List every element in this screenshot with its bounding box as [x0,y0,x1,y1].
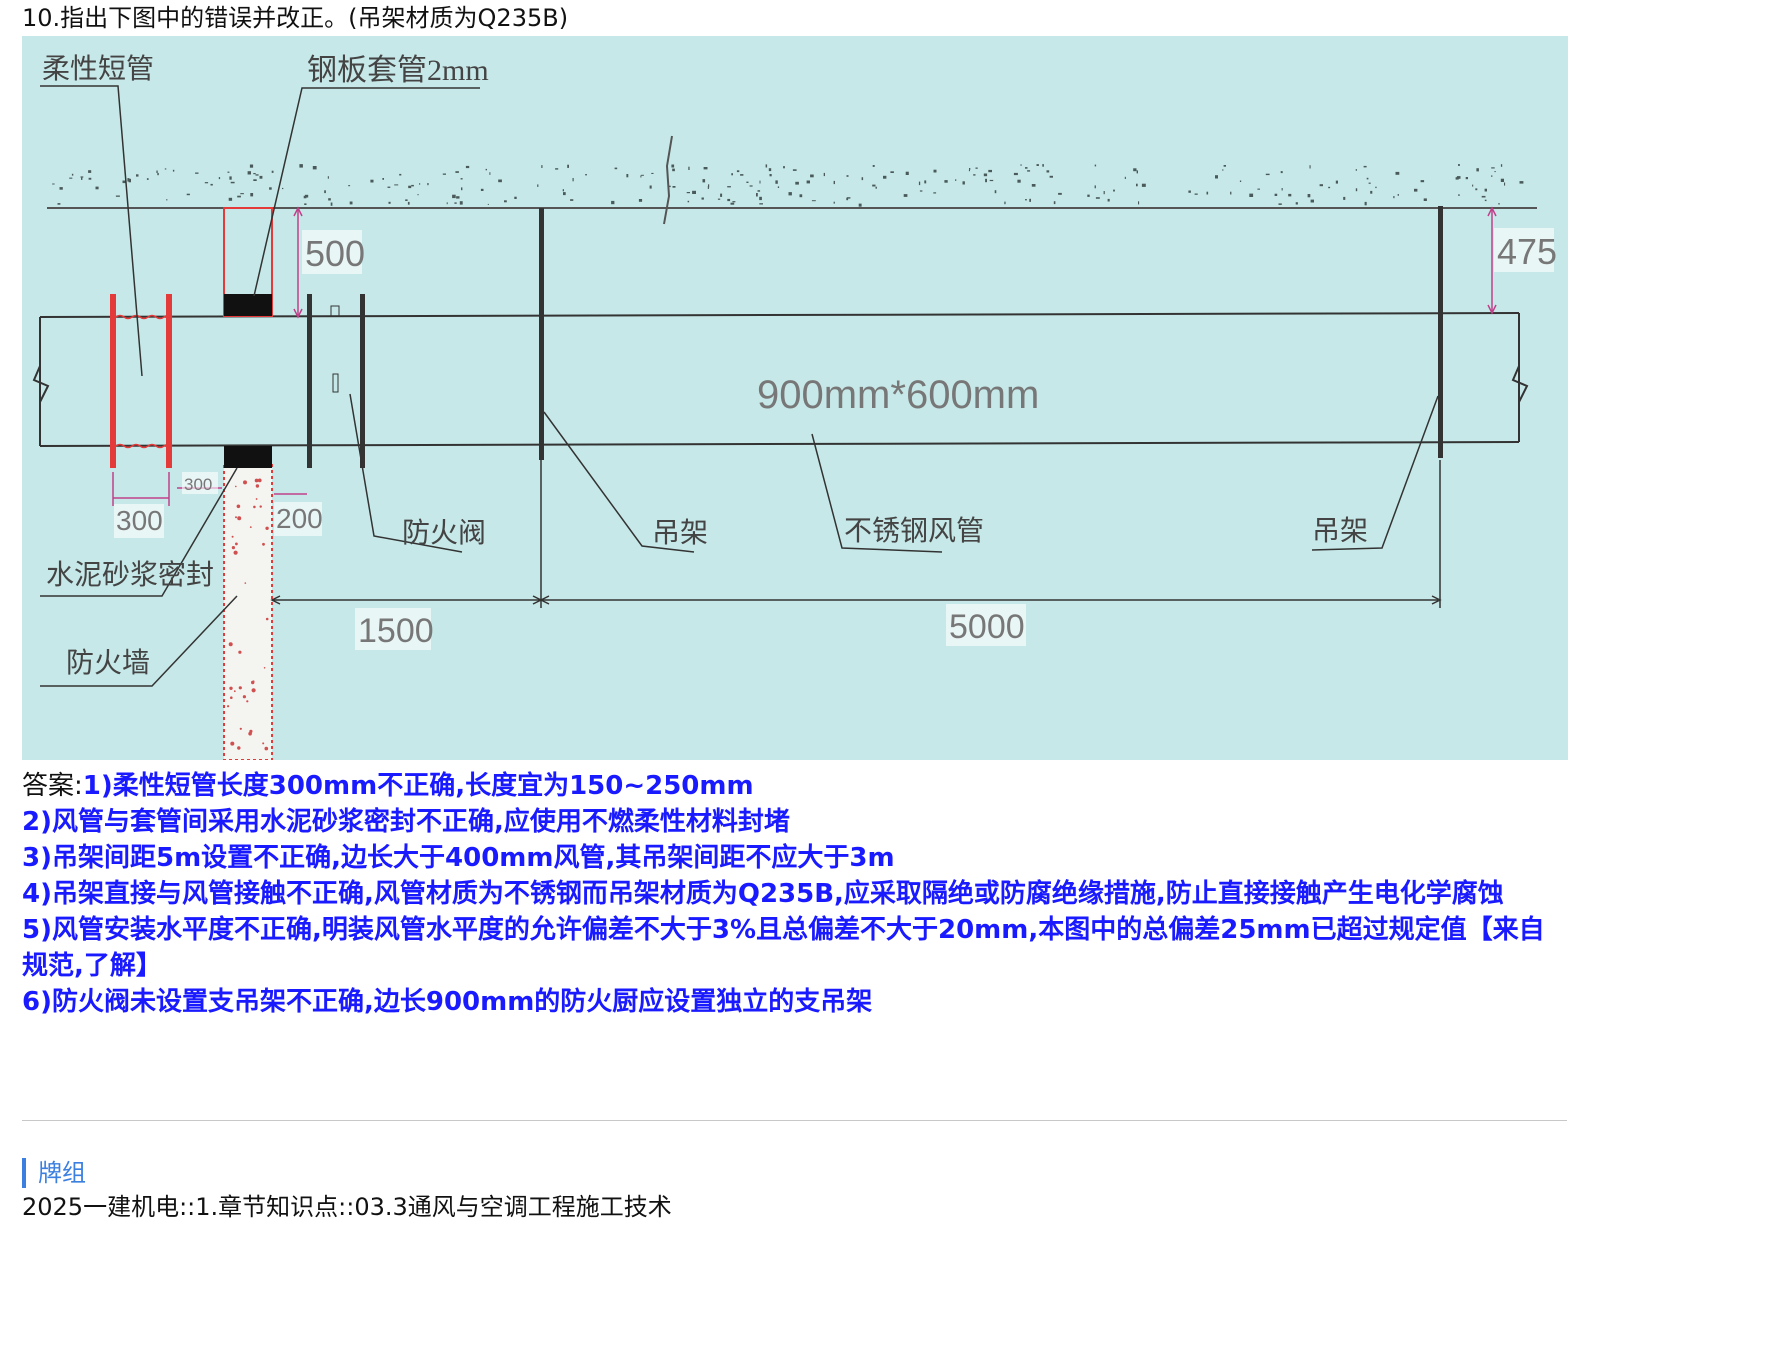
fire-damper [307,294,365,468]
dim-200-label: 200 [276,503,323,534]
label-cement-seal: 水泥砂浆密封 [46,559,214,591]
section-divider [22,1120,1567,1121]
leader-lines [40,85,1439,687]
label-fire-damper: 防火阀 [402,517,486,549]
duct-outline [32,312,1529,447]
dimension-475 [1487,206,1497,315]
hanger-right [1438,206,1443,458]
answer-line-6: 6)防火阀未设置支吊架不正确,边长900mm的防火厨应设置独立的支吊架 [22,987,873,1017]
deck-path-breadcrumb[interactable]: 2025一建机电::1.章节知识点::03.3通风与空调工程施工技术 [22,1193,672,1221]
fire-wall [223,207,273,760]
label-flexible-pipe: 柔性短管 [42,53,154,85]
steel-sleeve-top [224,294,272,316]
answer-item: 1)柔性短管长度300mm不正确,长度宜为150~250mm [82,771,754,801]
dim-300-label-bottom: 300 [116,505,163,536]
dim-500-label: 500 [305,233,365,274]
answer-line-1: 答案:1)柔性短管长度300mm不正确,长度宜为150~250mm [22,768,1567,804]
label-steel-sleeve: 钢板套管2mm [307,54,489,87]
dim-1500-label: 1500 [358,612,434,650]
answer-line-4: 4)吊架直接与风管接触不正确,风管材质为不锈钢而吊架材质为Q235B,应采取隔绝… [22,879,1504,909]
answer-line-5: 5)风管安装水平度不正确,明装风管水平度的允许偏差不大于3%且总偏差不大于20m… [22,915,1545,981]
dim-475-label: 475 [1497,231,1557,272]
dimension-500 [293,206,303,319]
answer-prefix: 答案: [22,771,83,801]
dim-300-label-top: 300 [184,475,212,494]
hanger-left [539,208,544,460]
label-hanger-right: 吊架 [1312,516,1368,547]
answer-line-2: 2)风管与套管间采用水泥砂浆密封不正确,应使用不燃柔性材料封堵 [22,807,790,837]
label-hanger-left: 吊架 [652,518,708,549]
answer-line-3: 3)吊架间距5m设置不正确,边长大于400mm风管,其吊架间距不应大于3m [22,843,895,873]
dimension-1500-5000 [270,460,1442,608]
ceiling-slab-texture [52,164,1524,207]
answer-block: 答案:1)柔性短管长度300mm不正确,长度宜为150~250mm 2)风管与套… [22,768,1567,1020]
label-fire-wall: 防火墙 [66,647,150,679]
deck-heading: 牌组 [22,1158,86,1188]
dim-5000-label: 5000 [949,608,1025,646]
question-text: 10.指出下图中的错误并改正。(吊架材质为Q235B) [22,4,569,32]
duct-size-label: 900mm*600mm [757,373,1039,417]
duct-installation-diagram: 500 475 300 300 200 [22,36,1568,760]
flexible-short-pipe [110,294,173,468]
steel-sleeve-bottom [224,446,272,468]
label-stainless-duct: 不锈钢风管 [844,515,984,547]
ceiling-crack-mark [663,135,673,225]
